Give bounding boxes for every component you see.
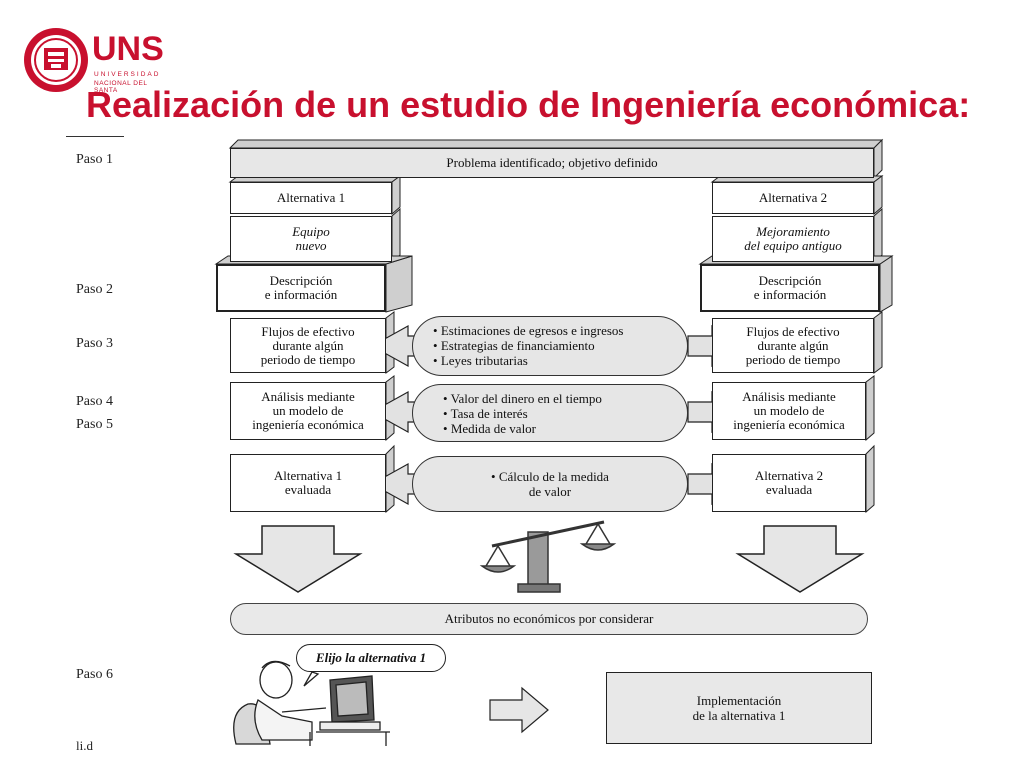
pill-item: Medida de valor [443,421,687,436]
alt2-desc: Mejoramiento del equipo antiguo [744,224,842,253]
alt2-eval: Alternativa 2 evaluada [754,468,824,497]
problem-box: Problema identificado; objetivo definido [230,148,874,178]
alt2-analysis: Análisis mediante un modelo de ingenierí… [733,389,845,432]
step-label: Paso 6 [76,667,113,682]
logo-subtitle-1: UNIVERSIDAD [94,71,161,78]
alt1-title: Alternativa 1 [276,190,346,205]
cutoff-text: li.d [76,738,93,753]
implementation-card: Implementación de la alternativa 1 [606,672,872,744]
problem-text: Problema identificado; objetivo definido [446,155,658,170]
alt1-analysis: Análisis mediante un modelo de ingenierí… [252,389,364,432]
alt1-desc: Equipo nuevo [292,224,330,253]
measure-pill: • Cálculo de la medida de valor [412,456,688,512]
time-value-pill: Valor del dinero en el tiempo Tasa de in… [412,384,688,442]
logo-text: UNS [92,30,164,68]
alt2-desc-box: Mejoramiento del equipo antiguo [712,216,874,262]
arrow-right-icon [489,686,549,734]
alt2-analysis-box: Análisis mediante un modelo de ingenierí… [712,382,866,440]
alt1-description-box: Descripción e información [216,264,386,312]
slide-title: Realización de un estudio de Ingeniería … [86,84,971,125]
alt1-eval: Alternativa 1 evaluada [273,468,343,497]
alt2-title-box: Alternativa 2 [712,182,874,214]
alt1-cashflow-box: Flujos de efectivo durante algún periodo… [230,318,386,373]
step-label: Paso 1 [76,152,113,167]
alt2-description-box: Descripción e información [700,264,880,312]
alt1-description: Descripción e información [264,273,338,302]
step-label: Paso 4 [76,394,113,409]
person-at-computer-icon [233,660,390,746]
pill-item: Valor del dinero en el tiempo [443,391,687,406]
logo-subtitle-2: NACIONAL DEL SANTA [94,80,148,94]
alt2-title: Alternativa 2 [758,190,828,205]
pill-item: Leyes tributarias [433,353,687,368]
alt2-eval-box: Alternativa 2 evaluada [712,454,866,512]
speech-text: Elijo la alternativa 1 [315,650,427,665]
speech-bubble: Elijo la alternativa 1 [296,644,446,672]
alt1-analysis-box: Análisis mediante un modelo de ingenierí… [230,382,386,440]
alt1-cashflow: Flujos de efectivo durante algún periodo… [260,323,356,367]
step-label: Paso 2 [76,282,113,297]
alt1-eval-box: Alternativa 1 evaluada [230,454,386,512]
uns-logo: UNS UNIVERSIDAD NACIONAL DEL SANTA [22,24,172,96]
scale-icon [479,520,617,593]
attributes-text: Atributos no económicos por considerar [444,611,654,626]
step-label: Paso 5 [76,417,113,432]
alt2-cashflow-box: Flujos de efectivo durante algún periodo… [712,318,874,373]
step-label: Paso 3 [76,336,113,351]
alt2-cashflow: Flujos de efectivo durante algún periodo… [745,323,841,367]
implementation-text: Implementación de la alternativa 1 [692,693,786,723]
university-seal-icon [24,28,88,92]
pill-item: Tasa de interés [443,406,687,421]
alt2-description: Descripción e información [753,273,827,302]
non-economic-attributes-bar: Atributos no económicos por considerar [230,603,868,635]
alt1-title-box: Alternativa 1 [230,182,392,214]
pill-item: Estrategias de financiamiento [433,338,687,353]
pill-item: Estimaciones de egresos e ingresos [433,323,687,338]
alt1-desc-box: Equipo nuevo [230,216,392,262]
estimates-pill: Estimaciones de egresos e ingresos Estra… [412,316,688,376]
divider [66,136,124,137]
measure-text: • Cálculo de la medida de valor [491,469,609,499]
